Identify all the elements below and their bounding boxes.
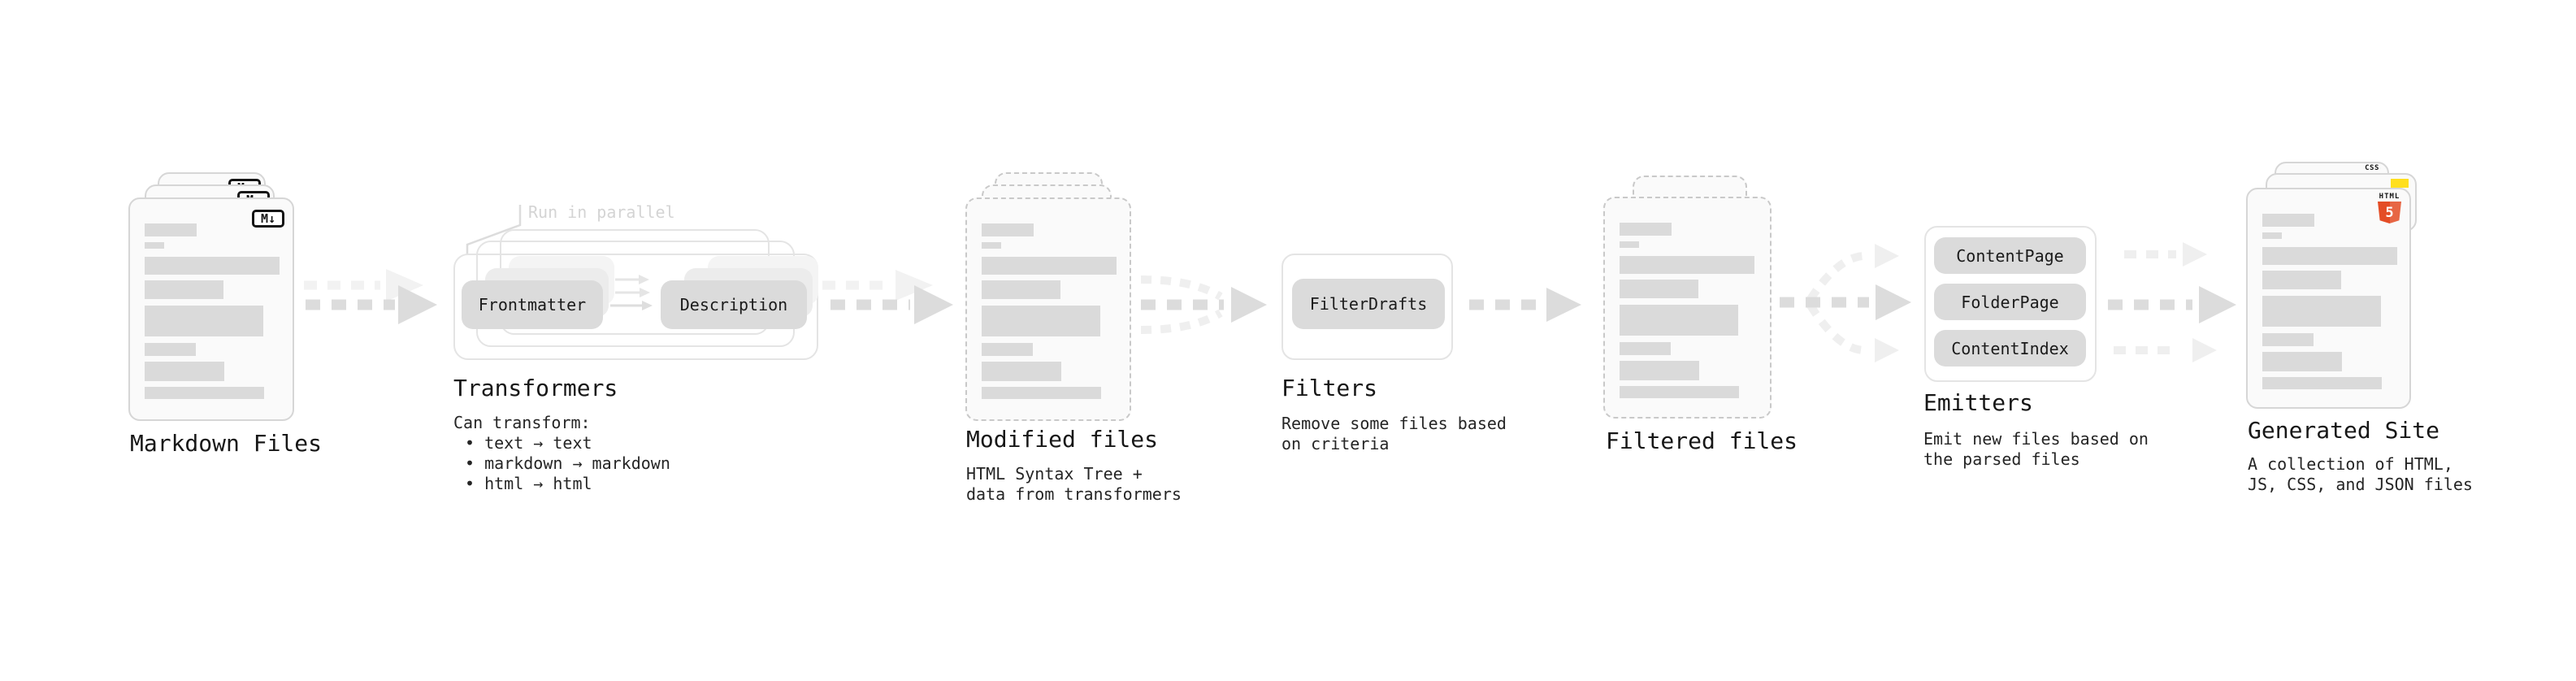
text-line-placeholder — [2262, 247, 2397, 265]
text-line-placeholder — [1620, 342, 1671, 355]
generated-desc-line: JS, CSS, and JSON files — [2248, 475, 2473, 494]
run-in-parallel-note: Run in parallel — [528, 202, 675, 222]
text-line-placeholder — [145, 343, 196, 356]
transformer-container — [453, 254, 818, 360]
text-line-placeholder — [145, 242, 164, 249]
markdown-doc-card: M↓ — [128, 197, 294, 421]
transformers-description: Can transform: • text → text • markdown … — [453, 413, 670, 494]
text-line-placeholder — [2262, 232, 2282, 239]
html5-icon-shield: 5 — [2378, 202, 2401, 223]
transformers-bullet: • html → html — [465, 474, 592, 493]
html5-icon-text: HTML — [2379, 193, 2400, 201]
text-line-placeholder — [1620, 256, 1754, 274]
text-line-placeholder — [982, 343, 1033, 356]
filters-desc-line: on criteria — [1281, 434, 1390, 453]
text-line-placeholder — [2262, 271, 2341, 289]
text-line-placeholder — [982, 223, 1034, 236]
css-icon-text: CSS — [2365, 164, 2379, 172]
html-doc-card: HTML 5 — [2246, 188, 2411, 409]
transformers-label: Transformers — [453, 375, 618, 401]
filters-label: Filters — [1281, 375, 1378, 401]
emitters-desc-line: the parsed files — [1923, 449, 2080, 469]
text-line-placeholder — [982, 362, 1061, 381]
arrow-transformers-to-modified-ghost — [822, 270, 933, 301]
text-line-placeholder — [2262, 296, 2381, 327]
arrow-modified-to-filters — [1140, 275, 1267, 334]
modified-files-label: Modified files — [966, 426, 1159, 453]
text-line-placeholder — [982, 306, 1100, 336]
filters-desc-line: Remove some files based — [1281, 414, 1507, 433]
text-line-placeholder — [982, 280, 1060, 299]
emitters-desc-line: Emit new files based on — [1923, 429, 2149, 449]
html5-icon: HTML 5 — [2377, 193, 2402, 223]
text-line-placeholder — [1620, 386, 1739, 398]
transformers-bullet: • markdown → markdown — [465, 453, 670, 473]
text-line-placeholder — [145, 280, 223, 299]
text-line-placeholder — [982, 387, 1101, 399]
contentindex-box: ContentIndex — [1934, 330, 2086, 367]
description-box: Description — [661, 280, 807, 329]
arrow-markdown-to-transformers-ghost — [304, 269, 423, 301]
filtered-files-stack — [1603, 176, 1772, 419]
folderpage-box: FolderPage — [1934, 284, 2086, 320]
emitters-container — [1924, 226, 2097, 382]
text-line-placeholder — [2262, 352, 2342, 371]
markdown-files-stack: M↓ M↓ M↓ — [128, 172, 294, 421]
arrow-filters-to-filtered — [1469, 288, 1581, 322]
arrow-markdown-to-transformers — [306, 285, 437, 324]
text-line-placeholder — [1620, 241, 1639, 248]
text-line-placeholder — [145, 223, 197, 236]
text-line-placeholder — [1620, 305, 1738, 336]
modified-doc-card — [965, 197, 1131, 421]
generated-desc-line: A collection of HTML, — [2248, 454, 2453, 474]
text-line-placeholder — [982, 257, 1117, 275]
arrow-transformers-to-modified — [830, 285, 953, 324]
text-line-placeholder — [982, 242, 1001, 249]
js-icon — [2391, 179, 2409, 188]
text-line-placeholder — [145, 387, 264, 399]
filtered-doc-card — [1603, 197, 1772, 419]
text-line-placeholder — [145, 306, 263, 336]
frontmatter-box: Frontmatter — [462, 280, 603, 329]
modified-files-description: HTML Syntax Tree + data from transformer… — [966, 464, 1182, 505]
filters-description: Remove some files based on criteria — [1281, 414, 1507, 454]
modified-files-stack — [965, 172, 1131, 421]
text-line-placeholder — [2262, 214, 2314, 227]
filtered-files-label: Filtered files — [1606, 427, 1798, 454]
text-line-placeholder — [1620, 361, 1699, 380]
text-line-placeholder — [2262, 333, 2314, 346]
text-line-placeholder — [1620, 223, 1672, 236]
generated-site-stack: CSS HTML 5 — [2246, 162, 2417, 410]
filters-container — [1281, 254, 1453, 360]
text-line-placeholder — [1620, 280, 1698, 298]
arrow-emitters-to-generated — [2108, 242, 2236, 362]
arrow-filtered-to-emitters — [1780, 244, 1911, 362]
modified-desc-line: data from transformers — [966, 484, 1182, 504]
markdown-icon: M↓ — [252, 210, 284, 228]
transformers-desc-heading: Can transform: — [453, 413, 591, 432]
text-line-placeholder — [145, 257, 280, 275]
transformers-bullet: • text → text — [465, 433, 592, 453]
html5-icon-number: 5 — [2385, 204, 2394, 221]
text-line-placeholder — [145, 362, 224, 381]
generated-site-label: Generated Site — [2248, 417, 2440, 444]
emitters-label: Emitters — [1923, 389, 2033, 416]
emitters-description: Emit new files based on the parsed files — [1923, 429, 2149, 470]
contentpage-box: ContentPage — [1934, 237, 2086, 274]
generated-site-description: A collection of HTML, JS, CSS, and JSON … — [2248, 454, 2473, 495]
modified-desc-line: HTML Syntax Tree + — [966, 464, 1143, 484]
text-line-placeholder — [2262, 377, 2382, 389]
filterdrafts-box: FilterDrafts — [1292, 279, 1445, 329]
markdown-files-label: Markdown Files — [130, 430, 323, 457]
